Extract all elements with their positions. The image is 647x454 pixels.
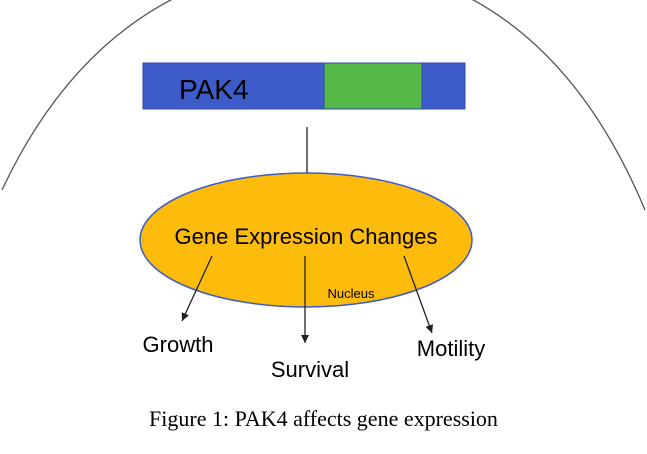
survival-label: Survival xyxy=(271,357,349,382)
cell-membrane-arc xyxy=(1,0,646,211)
nucleus-label: Nucleus xyxy=(328,286,375,301)
pak4-protein-bar: PAK4 xyxy=(142,62,466,110)
motility-label: Motility xyxy=(417,336,485,361)
figure-caption: Figure 1: PAK4 affects gene expression xyxy=(149,406,498,431)
growth-label: Growth xyxy=(143,332,214,357)
kinase-domain xyxy=(323,62,423,110)
arrow-to-motility xyxy=(403,255,434,334)
nucleus-ellipse xyxy=(139,172,473,308)
arrow-to-growth xyxy=(181,255,213,322)
pak4-label: PAK4 xyxy=(179,74,249,105)
gene-expression-label: Gene Expression Changes xyxy=(175,224,438,249)
